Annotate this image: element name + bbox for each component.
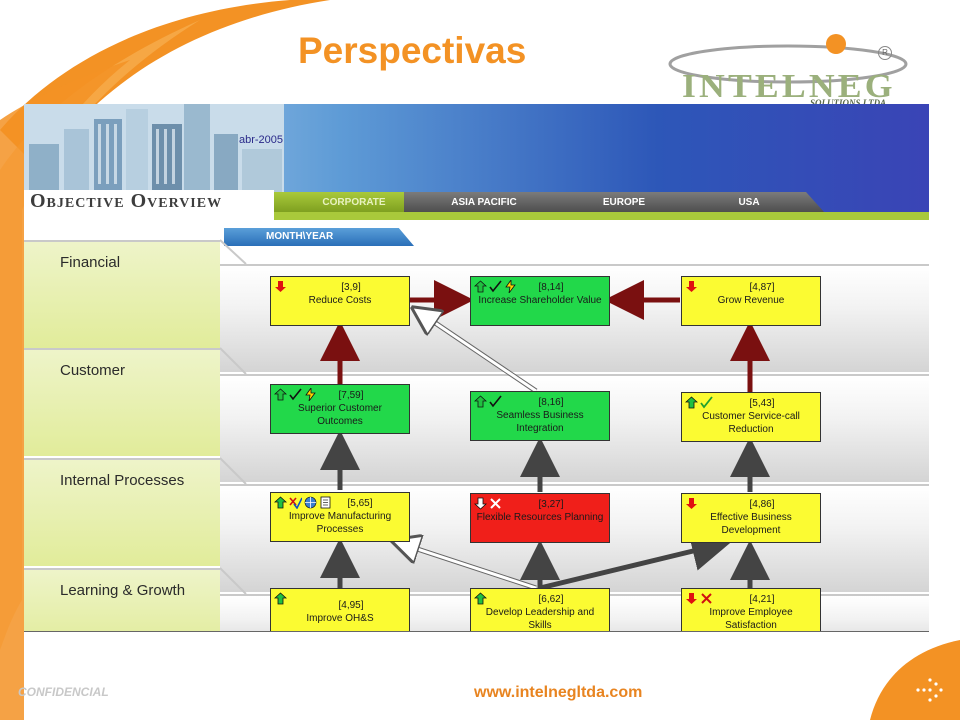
arrow-down-red-icon — [686, 498, 697, 509]
objective-label: Improve Manufacturing Processes — [288, 511, 392, 535]
cause-effect-arrows — [320, 280, 770, 591]
objective-value: [4,86] — [749, 499, 775, 510]
objective-value: [6,62] — [538, 594, 564, 605]
arrow-down-red-icon — [275, 281, 286, 292]
arrow-down-white-icon — [474, 497, 487, 510]
arrow-up-green-icon — [474, 395, 487, 408]
slide-title: Perspectivas — [298, 30, 527, 71]
objective-value: [5,65] — [347, 498, 373, 509]
perspective-label: Internal Processes — [60, 472, 185, 489]
objective-flexible-resources-planning[interactable]: [3,27] Flexible Resources Planning — [470, 493, 610, 543]
arrow-leadership-to-effective — [539, 531, 732, 591]
objective-label: Grow Revenue — [717, 295, 785, 306]
objective-dashboard: abr-2005 Objective Overview CORPORATE AS… — [24, 104, 929, 632]
registered-mark: R — [878, 46, 892, 60]
objective-label: Flexible Resources Planning — [476, 512, 604, 523]
arrow-seamless-to-reduce-costs — [416, 310, 537, 393]
objective-label: Superior Customer Outcomes — [298, 403, 382, 427]
objective-improve-manufacturing-processes[interactable]: [5,65] Improve Manufacturing Processes — [270, 492, 410, 542]
objective-label: Improve OH&S — [306, 613, 374, 624]
website-link[interactable]: www.intelnegltda.com — [474, 684, 643, 701]
company-logo: INTELNEG SOLUTIONS LTDA. R — [660, 30, 910, 110]
logo-name: INTELNEG — [682, 68, 896, 105]
cross-icon — [490, 498, 501, 509]
arrow-up-green-icon — [474, 592, 487, 605]
arrow-down-red-icon — [686, 281, 697, 292]
check-icon — [489, 280, 502, 293]
perspective-internal: Internal Processes — [24, 458, 220, 566]
perspective-learning: Learning & Growth — [24, 568, 220, 631]
city-skyline-icon — [24, 104, 284, 194]
objective-effective-business-development[interactable]: [4,86] Effective Business Development — [681, 493, 821, 543]
perspective-label: Financial — [60, 254, 121, 271]
tab-usa[interactable]: USA — [674, 192, 824, 212]
objective-seamless-business-integration[interactable]: [8,16] Seamless Business Integration — [470, 391, 610, 441]
objective-label: Increase Shareholder Value — [478, 295, 602, 306]
tab-corporate[interactable]: CORPORATE — [274, 192, 434, 212]
arrow-down-red-icon — [686, 593, 697, 604]
band-separators — [219, 239, 247, 595]
cross-check-icon — [289, 497, 302, 509]
lightning-icon — [505, 280, 516, 293]
objective-value: [8,14] — [538, 282, 564, 293]
cross-icon — [701, 593, 712, 604]
objective-label: Effective Business Development — [710, 512, 792, 536]
objective-develop-leadership-and-skills[interactable]: [6,62] Develop Leadership and Skills — [470, 588, 610, 631]
tab-europe[interactable]: EUROPE — [544, 192, 704, 212]
objective-increase-shareholder-value[interactable]: [8,14] Increase Shareholder Value — [470, 276, 610, 326]
objective-improve-ohs[interactable]: [4,95] Improve OH&S — [270, 588, 410, 631]
check-icon — [289, 388, 302, 401]
tab-asia-pacific[interactable]: ASIA PACIFIC — [404, 192, 564, 212]
objective-label: Customer Service-call Reduction — [702, 411, 800, 435]
objective-grow-revenue[interactable]: [4,87] Grow Revenue — [681, 276, 821, 326]
perspective-label: Learning & Growth — [60, 582, 186, 599]
arrow-up-green-icon — [274, 388, 287, 401]
arrow-leadership-to-manufacturing — [396, 542, 537, 590]
arrow-up-green-icon — [274, 592, 287, 605]
check-icon — [489, 395, 502, 408]
objective-value: [8,16] — [538, 397, 564, 408]
objective-label: Develop Leadership and Skills — [485, 607, 595, 631]
objective-value: [4,95] — [338, 600, 364, 611]
perspective-financial: Financial — [24, 240, 220, 348]
arrow-up-green-icon — [474, 280, 487, 293]
accent-strip — [24, 212, 929, 220]
lightning-icon — [305, 388, 316, 401]
check-icon — [700, 396, 713, 409]
objective-label: Reduce Costs — [308, 295, 372, 306]
perspective-label: Customer — [60, 362, 126, 379]
confidential-label: CONFIDENCIAL — [18, 685, 109, 699]
objective-value: [7,59] — [338, 390, 364, 401]
objective-value: [3,9] — [341, 282, 361, 293]
overview-title-text: Objective Overview — [30, 190, 223, 212]
overview-title: Objective Overview — [24, 190, 274, 220]
report-date: abr-2005 — [239, 134, 284, 146]
objective-label: Seamless Business Integration — [496, 410, 584, 434]
objective-reduce-costs[interactable]: [3,9] Reduce Costs — [270, 276, 410, 326]
document-icon — [320, 496, 331, 509]
objective-customer-service-call-reduction[interactable]: [5,43] Customer Service-call Reduction — [681, 392, 821, 442]
arrow-up-green-icon — [685, 396, 698, 409]
dots-icon — [916, 678, 943, 702]
objective-label: Improve Employee Satisfaction — [709, 607, 793, 631]
objective-superior-customer-outcomes[interactable]: [7,59] Superior Customer Outcomes — [270, 384, 410, 434]
period-tab[interactable]: MONTH\YEAR — [224, 228, 414, 246]
globe-icon — [304, 496, 317, 509]
objective-improve-employee-satisfaction[interactable]: [4,21] Improve Employee Satisfaction — [681, 588, 821, 631]
objective-value: [4,21] — [749, 594, 775, 605]
logo-subtitle: SOLUTIONS LTDA. — [810, 98, 889, 108]
objective-value: [4,87] — [749, 282, 775, 293]
objective-value: [5,43] — [749, 398, 775, 409]
objective-value: [3,27] — [538, 499, 564, 510]
logo-swoosh-icon — [668, 34, 908, 84]
perspective-customer: Customer — [24, 348, 220, 456]
arrow-up-green-icon — [274, 496, 287, 509]
